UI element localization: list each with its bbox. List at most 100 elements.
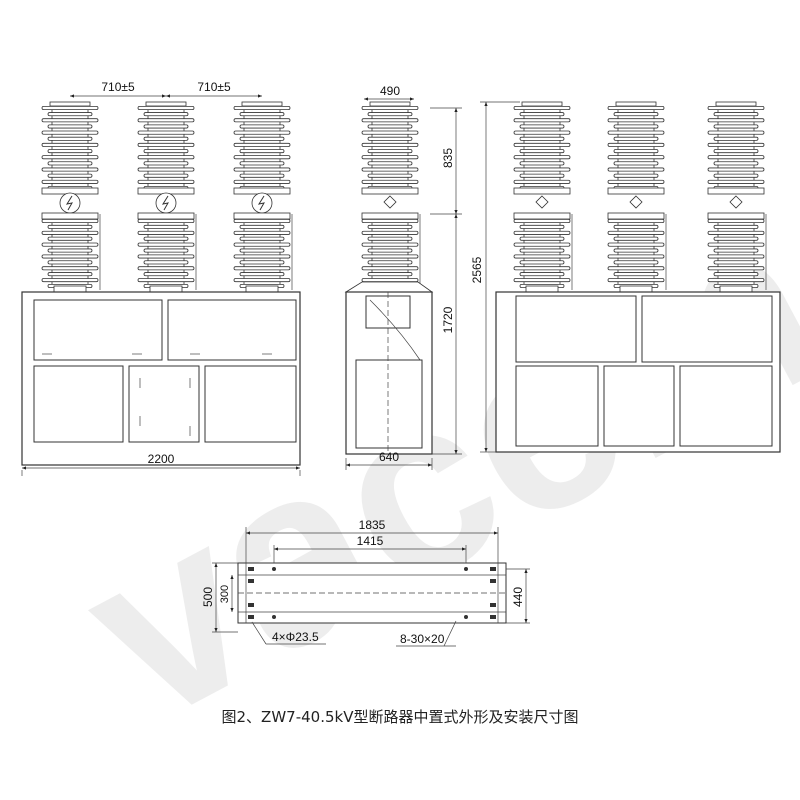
insulator-shed	[607, 155, 665, 160]
rear-lower-panel-left	[515, 365, 599, 447]
pole-base	[245, 285, 279, 293]
insulator-shed	[607, 167, 665, 172]
insulator-shed	[707, 266, 765, 271]
dim-pole-spacing-right: 710±5	[197, 80, 231, 94]
insulator-shed	[367, 124, 413, 129]
insulator-shed	[513, 142, 571, 147]
insulator-shed	[47, 136, 93, 141]
insulator-shed	[613, 136, 659, 141]
slot	[490, 567, 496, 571]
insulator-shed	[143, 124, 189, 129]
insulator-shed	[239, 260, 285, 265]
insulator-core	[523, 220, 561, 287]
insulator-shed	[233, 142, 291, 147]
terminal-cap	[369, 101, 411, 107]
gauge-icon	[257, 195, 265, 211]
slot	[248, 567, 254, 571]
rear-lower-panel-middle	[603, 365, 675, 447]
flange	[233, 212, 291, 220]
insulator-shed	[607, 130, 665, 135]
insulator-shed	[41, 106, 99, 111]
insulator-shed	[707, 218, 765, 223]
insulator-shed	[47, 112, 93, 117]
insulator-shed	[513, 130, 571, 135]
insulator-shed	[707, 179, 765, 184]
insulator-shed	[143, 248, 189, 253]
insulator-shed	[713, 272, 759, 277]
dim-side-top-width: 490	[380, 84, 400, 98]
insulator-shed	[707, 130, 765, 135]
insulator-shed	[519, 248, 565, 253]
terminal-cap	[715, 101, 757, 107]
insulator-shed	[519, 173, 565, 178]
slot	[248, 603, 254, 607]
pole-base	[53, 285, 87, 293]
insulator-shed	[607, 118, 665, 123]
insulator-shed	[519, 161, 565, 166]
insulator-shed	[137, 106, 195, 111]
insulator-shed	[607, 106, 665, 111]
insulator-shed	[367, 161, 413, 166]
insulator-shed	[513, 167, 571, 172]
rear-poles	[513, 101, 767, 293]
mount-hole	[272, 567, 276, 571]
insulator-shed	[367, 173, 413, 178]
insulator-shed	[41, 254, 99, 259]
insulator-shed	[607, 142, 665, 147]
insulator-shed	[143, 173, 189, 178]
insulator-shed	[519, 112, 565, 117]
flange	[607, 187, 665, 195]
insulator-shed	[239, 136, 285, 141]
insulator-shed	[713, 112, 759, 117]
insulator-shed	[707, 278, 765, 283]
insulator-shed	[137, 218, 195, 223]
insulator-shed	[707, 118, 765, 123]
insulator-shed	[137, 155, 195, 160]
insulator-shed	[137, 142, 195, 147]
front-poles	[41, 101, 293, 293]
insulator-shed	[713, 248, 759, 253]
insulator-shed	[143, 224, 189, 229]
dim-total-height: 2565	[470, 256, 484, 283]
insulator-shed	[607, 230, 665, 235]
insulator-shed	[47, 272, 93, 277]
insulator-shed	[713, 224, 759, 229]
insulator-shed	[41, 155, 99, 160]
insulator-shed	[361, 118, 419, 123]
insulator-shed	[361, 218, 419, 223]
rear-view: 2565	[470, 101, 781, 453]
insulator-shed	[233, 106, 291, 111]
insulator-shed	[143, 112, 189, 117]
insulator-shed	[233, 118, 291, 123]
insulator-shed	[707, 106, 765, 111]
insulator-shed	[513, 266, 571, 271]
insulator-shed	[519, 224, 565, 229]
terminal-cap	[49, 101, 91, 107]
insulator-shed	[233, 266, 291, 271]
mount-hole	[464, 567, 468, 571]
insulator-shed	[143, 149, 189, 154]
insulator-shed	[361, 254, 419, 259]
insulator-shed	[233, 230, 291, 235]
insulator-shed	[513, 118, 571, 123]
insulator-shed	[361, 167, 419, 172]
insulator-shed	[513, 254, 571, 259]
pole-base	[719, 285, 753, 293]
insulator-shed	[513, 230, 571, 235]
insulator-shed	[367, 112, 413, 117]
insulator-shed	[233, 179, 291, 184]
insulator-shed	[137, 266, 195, 271]
insulator-shed	[137, 167, 195, 172]
insulator-shed	[41, 142, 99, 147]
insulator-shed	[361, 230, 419, 235]
dim-inner-width: 300	[219, 585, 231, 603]
insulator-shed	[707, 167, 765, 172]
insulator-shed	[707, 142, 765, 147]
mount-hole	[272, 615, 276, 619]
flange	[513, 187, 571, 195]
side-pole	[344, 101, 434, 293]
insulator-shed	[613, 112, 659, 117]
insulator-shed	[233, 278, 291, 283]
insulator-shed	[707, 155, 765, 160]
